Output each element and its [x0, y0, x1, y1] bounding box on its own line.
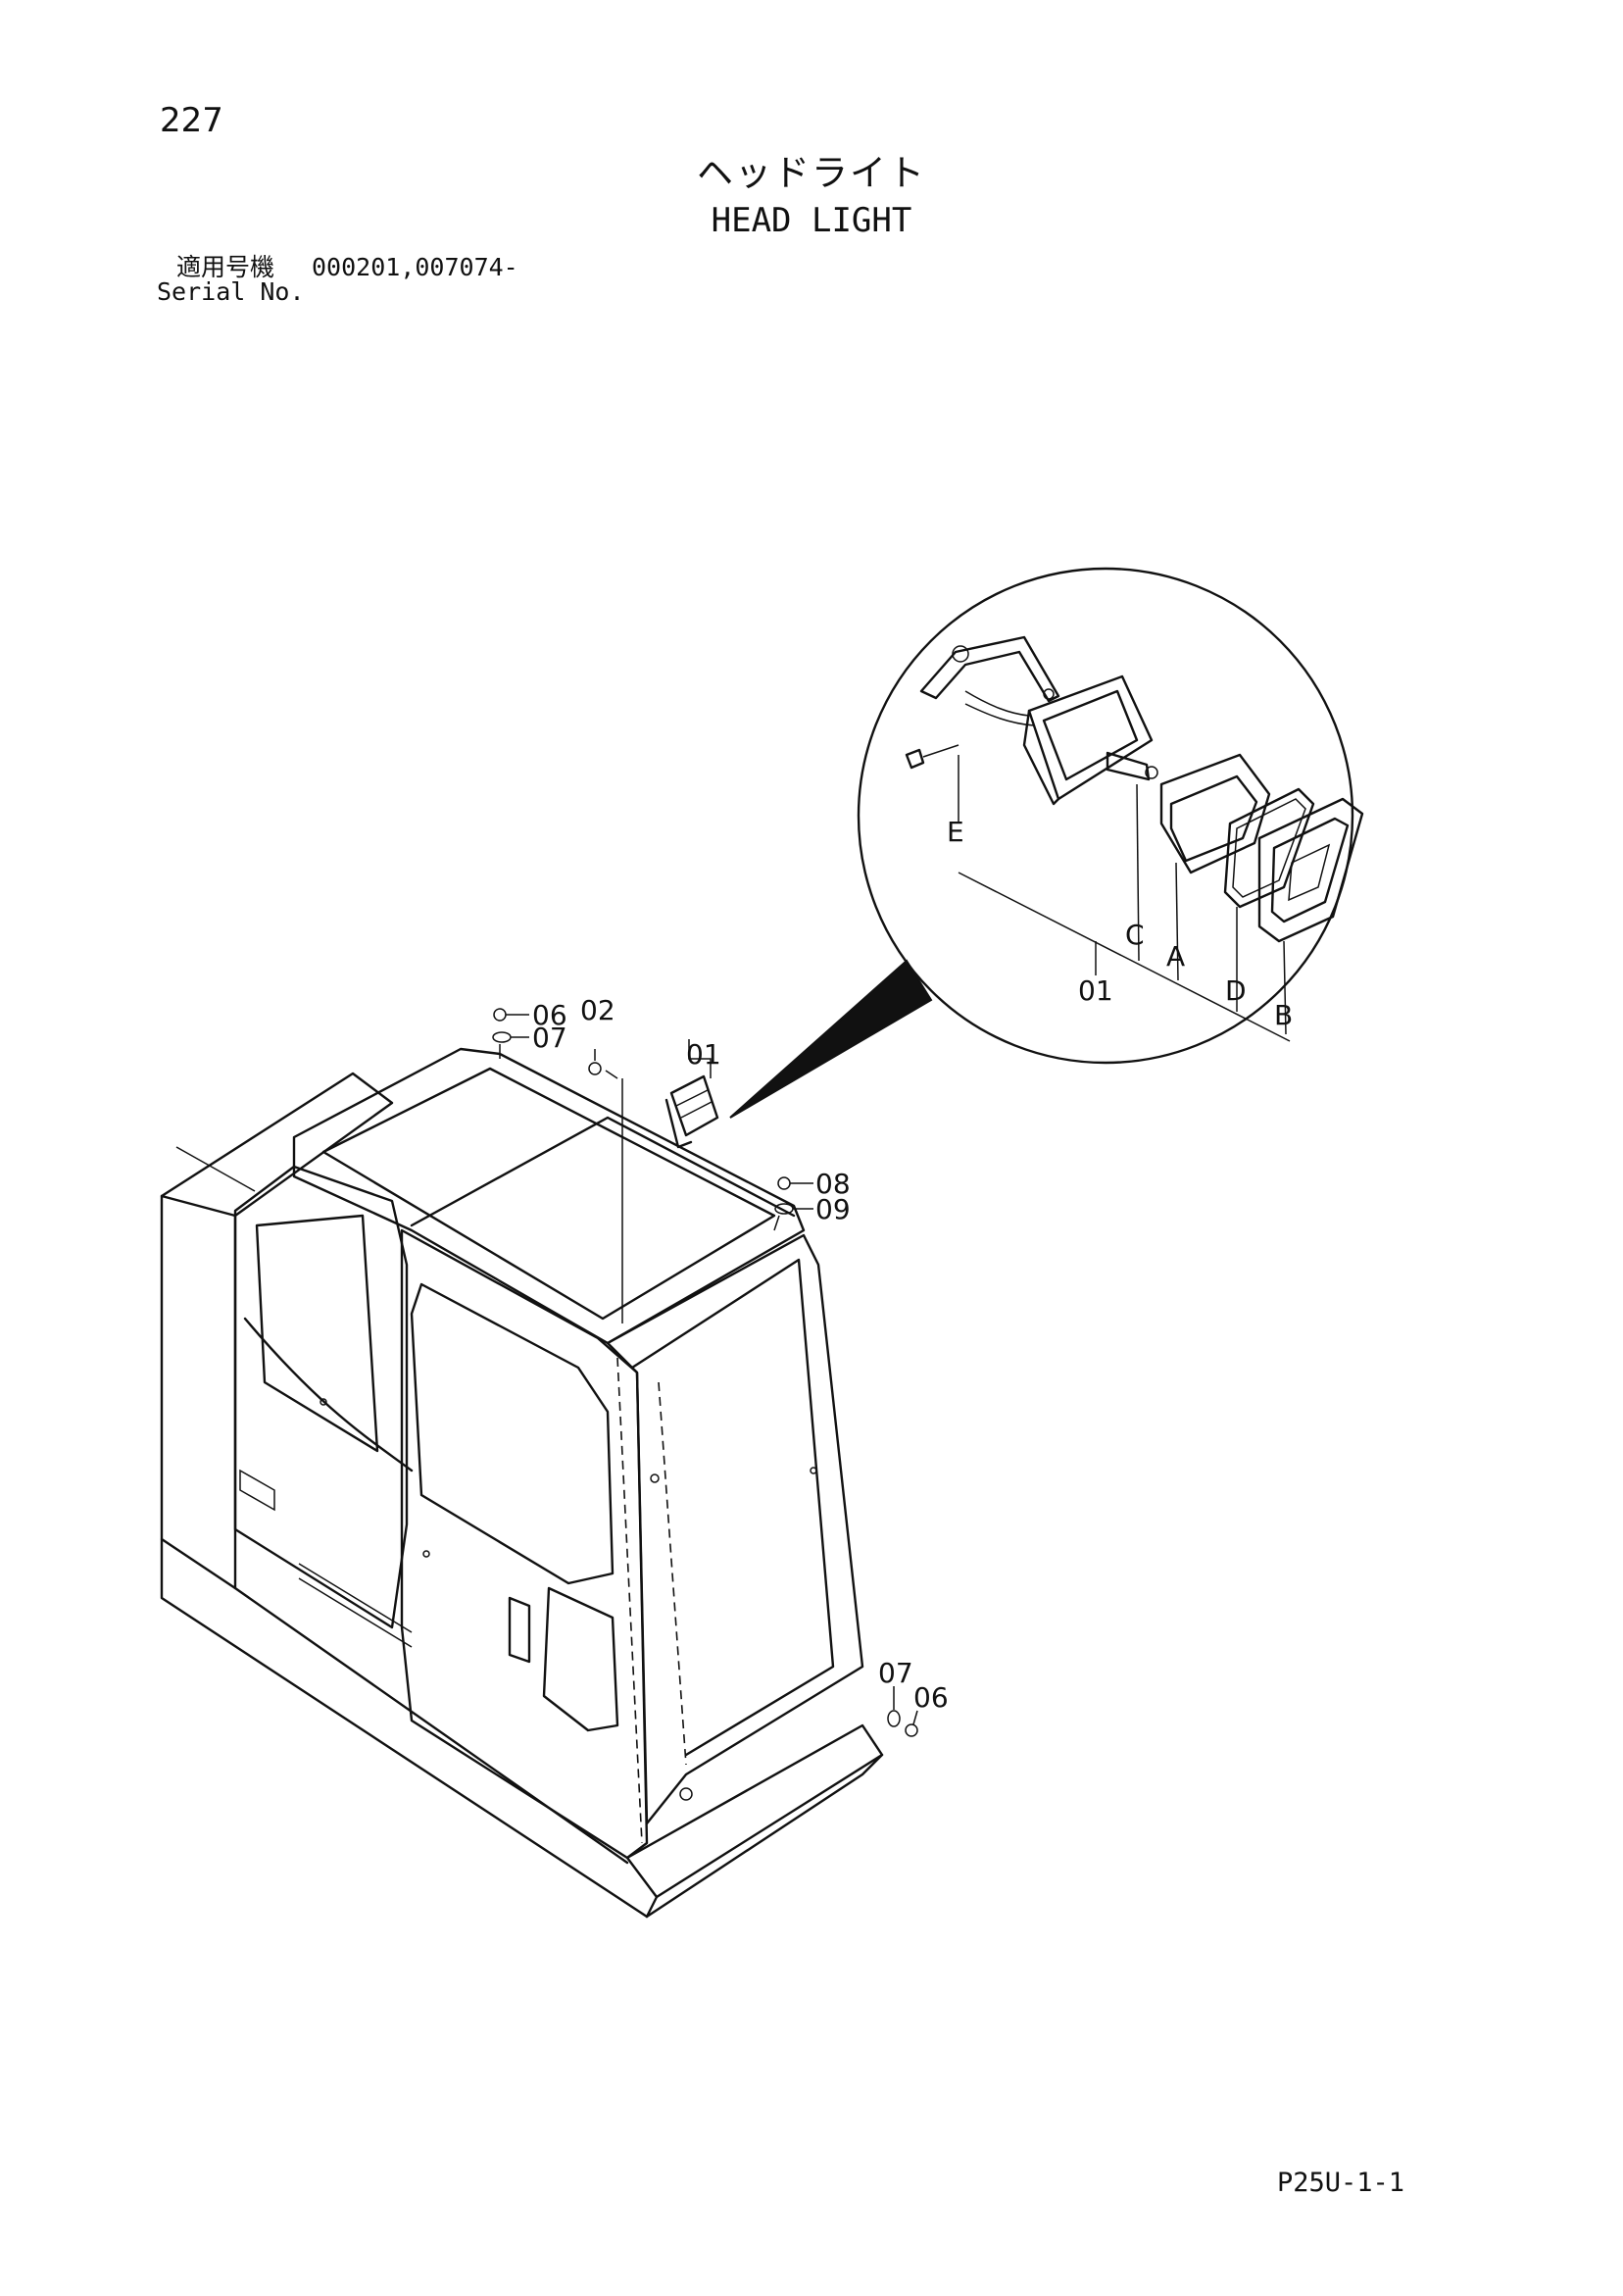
callout-01: 01	[686, 1038, 721, 1071]
callout-08: 08	[815, 1168, 851, 1200]
title-english: HEAD LIGHT	[711, 201, 912, 240]
callout-09: 09	[815, 1193, 851, 1225]
detail-label-a: A	[1166, 940, 1185, 973]
detail-label-d: D	[1225, 974, 1247, 1007]
cab-assembly	[160, 1047, 884, 1919]
title-japanese: ヘッドライト	[697, 152, 926, 194]
detail-view	[857, 567, 1364, 1065]
callout-06-top: 06	[532, 999, 567, 1031]
serial-label-japanese: 適用号機	[176, 253, 275, 281]
serial-values: 000201,007074-	[312, 253, 518, 281]
detail-leader	[729, 959, 933, 1119]
page-code: P25U-1-1	[1277, 2168, 1405, 2198]
fastener-callouts	[492, 1008, 918, 1737]
detail-label-assembly: 01	[1078, 974, 1113, 1007]
callout-07-top: 07	[532, 1022, 567, 1054]
callout-06-bottom: 06	[913, 1681, 949, 1714]
page-number: 227	[160, 101, 223, 140]
headlight-part	[605, 1039, 719, 1323]
detail-label-e: E	[947, 816, 964, 848]
detail-label-c: C	[1125, 919, 1145, 951]
callout-02: 02	[580, 994, 615, 1026]
callout-07-bottom: 07	[878, 1657, 913, 1689]
serial-label-english: Serial No.	[157, 277, 305, 306]
detail-label-b: B	[1274, 999, 1293, 1031]
